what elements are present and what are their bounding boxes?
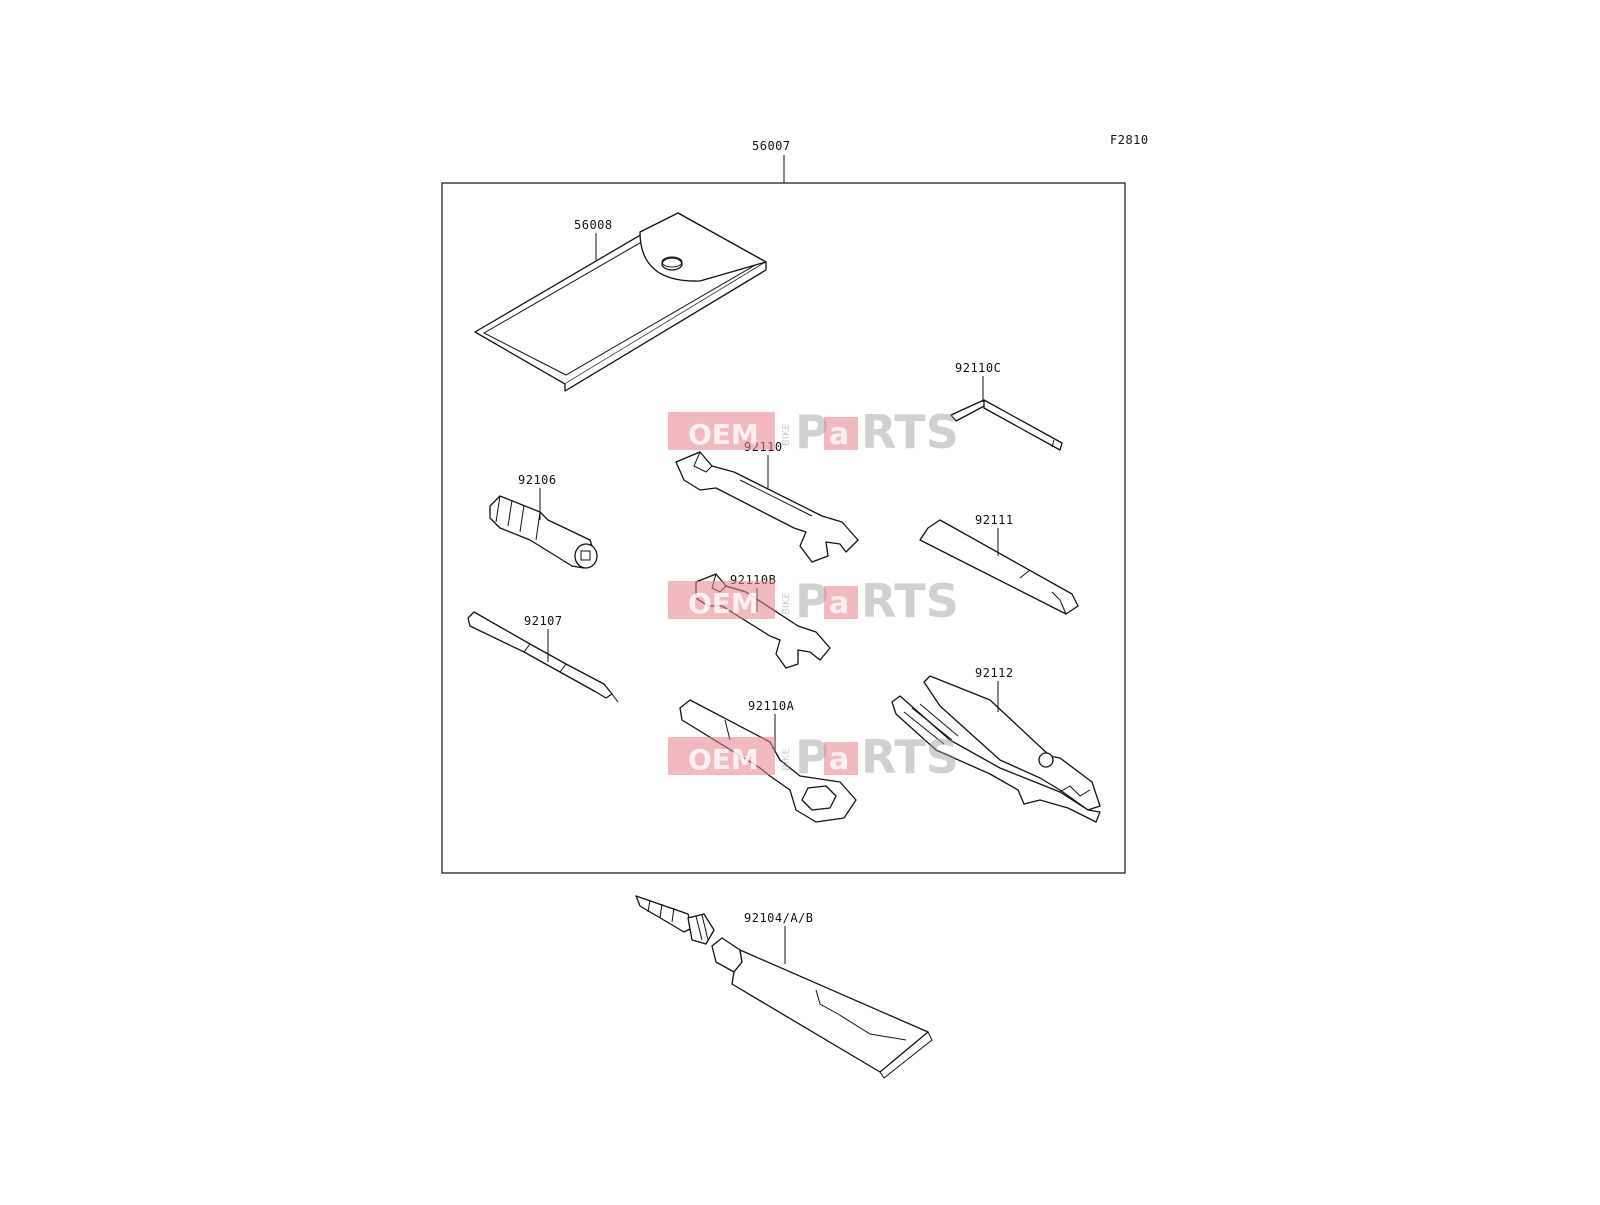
part-label-92110C[interactable]: 92110C (955, 361, 1001, 375)
svg-text:RTS: RTS (861, 405, 959, 459)
pliers-92112[interactable] (891, 675, 1101, 823)
svg-text:a: a (829, 742, 849, 777)
watermark-3: OEM BIKE P a RTS (668, 730, 959, 784)
tool-bag-56008[interactable] (474, 212, 767, 392)
svg-text:P: P (795, 405, 829, 459)
kit-box (441, 182, 1126, 874)
svg-text:P: P (795, 730, 829, 784)
svg-text:a: a (829, 417, 849, 452)
svg-text:OEM: OEM (688, 743, 759, 776)
part-label-56007[interactable]: 56007 (752, 139, 791, 153)
svg-text:BIKE: BIKE (781, 592, 792, 615)
svg-text:OEM: OEM (688, 418, 759, 451)
extension-bar-92111[interactable] (919, 519, 1079, 615)
part-label-92106[interactable]: 92106 (518, 473, 557, 487)
part-label-92112[interactable]: 92112 (975, 666, 1014, 680)
svg-text:OEM: OEM (688, 587, 759, 620)
part-label-92104AB[interactable]: 92104/A/B (744, 911, 814, 925)
svg-text:P: P (795, 574, 829, 628)
svg-text:BIKE: BIKE (781, 423, 792, 446)
part-label-56008[interactable]: 56008 (574, 218, 613, 232)
svg-text:a: a (829, 586, 849, 621)
screwdriver-92107[interactable] (467, 611, 619, 703)
grease-tube-92104AB[interactable] (635, 895, 933, 1079)
hex-key-92110C[interactable] (950, 399, 1063, 451)
part-label-92107[interactable]: 92107 (524, 614, 563, 628)
watermark-2: OEM BIKE P a RTS (668, 574, 959, 628)
figure-code: F2810 (1110, 133, 1149, 147)
part-label-92110A[interactable]: 92110A (748, 699, 795, 713)
svg-text:RTS: RTS (861, 730, 959, 784)
svg-text:BIKE: BIKE (781, 748, 792, 771)
socket-handle-92106[interactable] (489, 495, 598, 569)
wrench-92110[interactable] (675, 451, 859, 563)
watermark-1: OEM BIKE P a RTS (668, 405, 959, 459)
svg-text:RTS: RTS (861, 574, 959, 628)
part-label-92111[interactable]: 92111 (975, 513, 1014, 527)
